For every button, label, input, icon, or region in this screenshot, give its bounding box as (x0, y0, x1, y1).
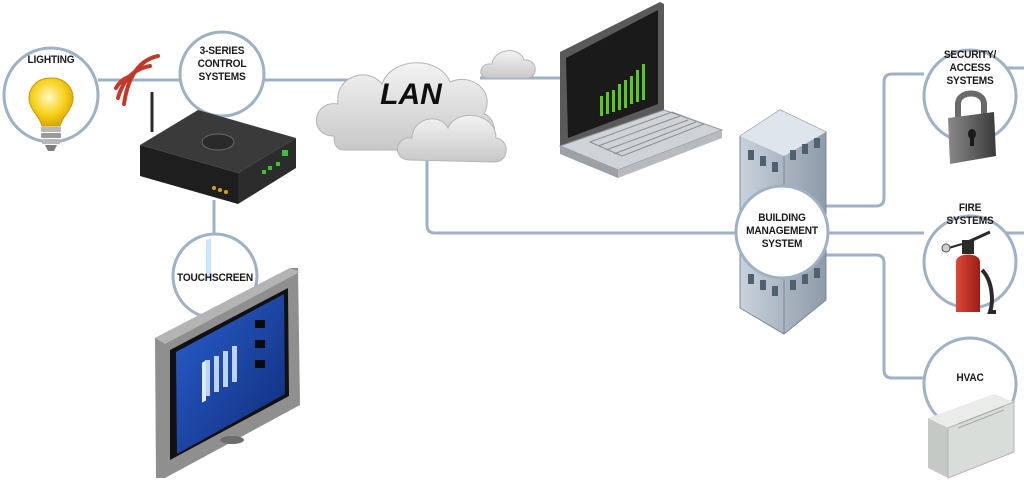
touchscreen-label: TOUCHSCREEN (177, 272, 253, 284)
fire-systems-label: FIRE SYSTEMS (939, 202, 1002, 228)
bms-label: BUILDING MANAGEMENT SYSTEM (740, 212, 825, 251)
fire-extinguisher-icon (941, 230, 996, 314)
security-label-line2: ACCESS (949, 62, 991, 74)
lighting-label: LIGHTING (27, 54, 75, 66)
connector-lan-bms (425, 160, 735, 235)
lighting-node (2, 46, 100, 151)
security-node (922, 48, 1018, 164)
bms-node (734, 184, 830, 280)
fire-systems-node (922, 214, 1018, 314)
hvac-unit-icon (928, 394, 1015, 479)
touchscreen-icon (155, 237, 300, 478)
hvac-node (922, 336, 1018, 479)
laptop-icon (558, 2, 724, 178)
control-systems-label: 3-SERIES CONTROL SYSTEMS (185, 45, 259, 84)
fire-label-line2: SYSTEMS (946, 215, 994, 227)
connector-bms-security (826, 72, 924, 208)
fire-label-line1: FIRE (958, 202, 982, 214)
control-processor-icon (140, 92, 296, 204)
security-label-line1: SECURITY/ (943, 49, 997, 61)
light-bulb-icon (28, 77, 74, 151)
bms-label-line1: BUILDING (758, 212, 806, 224)
bms-label-line3: SYSTEM (761, 238, 803, 250)
control-label-line3: SYSTEMS (198, 71, 246, 83)
control-label-line2: CONTROL (197, 58, 247, 70)
security-label: SECURITY/ ACCESS SYSTEMS (937, 49, 1003, 88)
control-systems-node (178, 30, 266, 118)
bms-label-line2: MANAGEMENT (746, 225, 818, 237)
control-label-line1: 3-SERIES (199, 45, 245, 57)
connector-bms-hvac (826, 253, 924, 380)
lan-label: LAN (380, 78, 443, 111)
lan-cloud-icon (316, 50, 536, 163)
security-label-line3: SYSTEMS (946, 75, 994, 87)
hvac-label: HVAC (956, 372, 984, 384)
wifi-icon (114, 54, 160, 106)
padlock-icon (948, 90, 996, 164)
